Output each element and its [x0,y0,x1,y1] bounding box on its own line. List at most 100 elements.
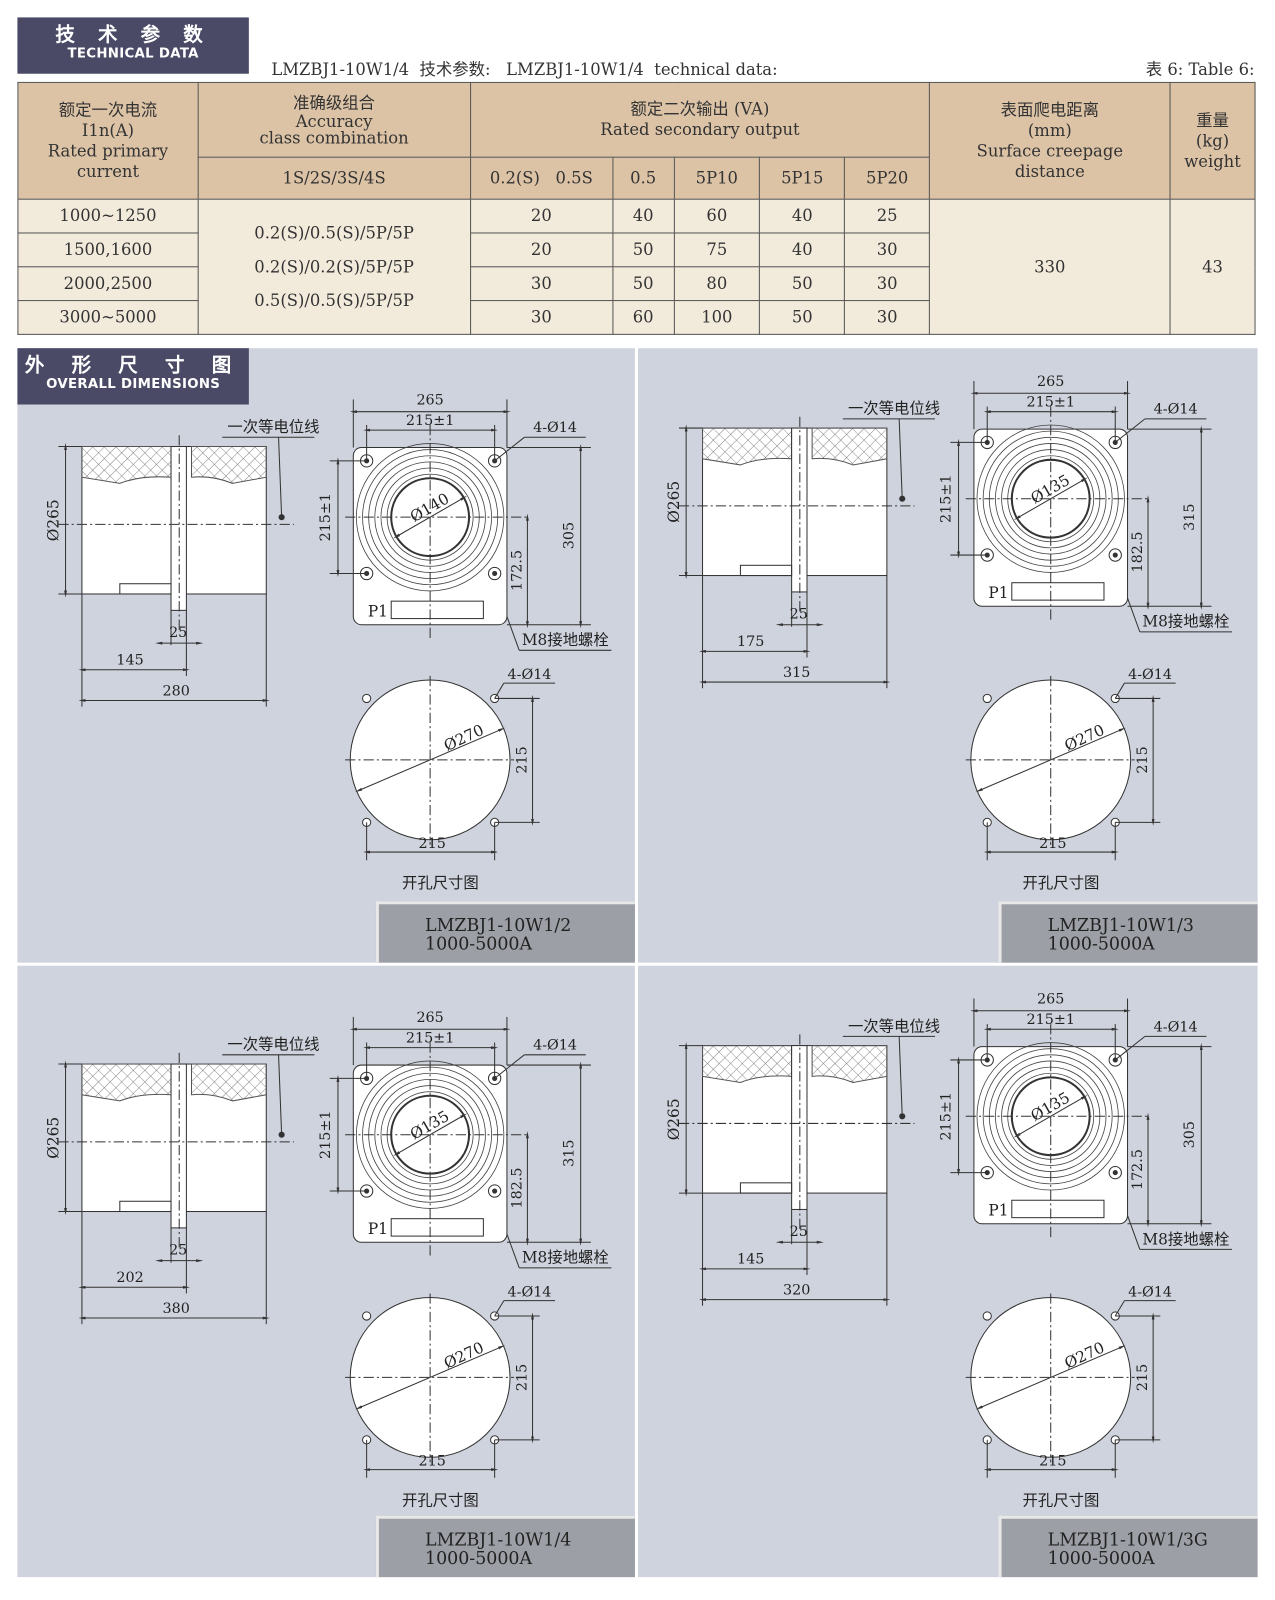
leader-line [898,1036,903,1117]
dim-small: 25 [790,1224,808,1240]
cell-value: 30 [469,300,613,335]
cell-value: 60 [611,300,675,335]
bond-wire-label: 一次等电位线 [227,418,319,436]
cutout-title: 开孔尺寸图 [402,874,479,892]
bond-terminal [278,1131,285,1138]
leader-line [1127,597,1141,633]
p1-label: P1 [368,1220,388,1238]
dim-cutout-pitch-v: 215 [514,1364,530,1391]
leader-line [1114,682,1125,699]
cell-value: 20 [469,198,613,234]
secondary-terminal-box [390,1218,484,1237]
cell-value: 60 [673,198,761,234]
dim-width: 265 [416,393,443,409]
cutout-hole [362,1311,372,1321]
dim-holes: 4-Ø14 [533,1038,577,1054]
dim-pitch-h: 215±1 [406,413,454,429]
header-output-col: 5P10 [673,156,761,200]
grounding-bolt-label: M8接地螺栓 [1142,613,1229,631]
dimension-line [1013,1095,1088,1138]
table-row: 3000~5000 30 60 100 50 30 [17,300,1255,335]
grounding-bolt-label: M8接地螺栓 [1142,1230,1229,1248]
dim-holes: 4-Ø14 [533,420,577,436]
dim-cutout-pitch-h: 215 [418,1453,445,1469]
header-output-col: 0.5 [611,156,675,200]
dim-width: 265 [416,1010,443,1026]
cell-value: 40 [759,198,846,234]
dim-cutout-pitch-h: 215 [1039,1453,1066,1469]
badge-title-cn: 外 形 尺 寸 图 [24,354,242,377]
dimension-line [975,727,1126,793]
table-caption: LMZBJ1-10W1/4 技术参数: LMZBJ1-10W1/4 techni… [271,59,778,79]
dim-small: 25 [169,1243,187,1259]
mounting-hole [1108,548,1122,562]
cell-current: 1000~1250 [17,198,199,234]
bond-wire-label: 一次等电位线 [848,1017,940,1035]
cell-value: 50 [759,300,846,335]
dimension-line [393,1113,468,1156]
dim-holes: 4-Ø14 [1154,402,1198,418]
cell-value: 40 [611,198,675,234]
dim-cutout-holes: 4-Ø14 [1128,1285,1172,1301]
leader-line [494,436,525,462]
cell-value: 30 [844,266,931,302]
dimension-line [393,495,468,539]
table-row: 2000,2500 30 50 80 50 30 [17,266,1255,302]
dim-pitch-v: 215±1 [318,1110,334,1158]
dim-center-height: 172.5 [1130,1149,1146,1190]
mounting-hole [487,1184,502,1198]
cell-value: 50 [611,266,675,302]
dim-diameter: Ø265 [665,481,683,523]
cell-value: 25 [844,198,931,234]
overall-dimensions-badge: 外 形 尺 寸 图 OVERALL DIMENSIONS [17,348,249,405]
insulation-hatch [811,427,888,466]
leader-line [898,418,903,499]
dimension-line [355,727,506,793]
p1-label: P1 [368,603,388,621]
cell-current: 1500,1600 [17,232,199,268]
secondary-terminal-box [1011,1199,1105,1219]
dim-height: 305 [1182,1121,1198,1148]
mounting-hole [492,570,498,577]
bond-terminal [278,514,285,521]
mounting-hole [1112,1170,1118,1176]
mounting-hole [487,566,502,581]
table-row: 1500,1600 20 50 75 40 30 [17,232,1255,268]
header-output-col: 5P15 [759,156,846,200]
mounting-hole [1112,552,1118,558]
cell-current: 2000,2500 [17,266,199,302]
header-output-col: 5P20 [844,156,931,200]
dim-height: 315 [1182,503,1198,530]
cell-current: 3000~5000 [17,300,199,335]
dim-small: 25 [169,625,187,641]
dim-diameter: Ø265 [665,1098,683,1140]
leader-line [1127,1215,1141,1250]
cell-value: 20 [469,232,613,268]
dim-pitch-h: 215±1 [1026,1012,1074,1028]
dim-width: 265 [1037,992,1064,1008]
cell-value: 80 [673,266,761,302]
secondary-terminal-box [390,600,484,620]
badge-title-en: OVERALL DIMENSIONS [46,376,221,393]
